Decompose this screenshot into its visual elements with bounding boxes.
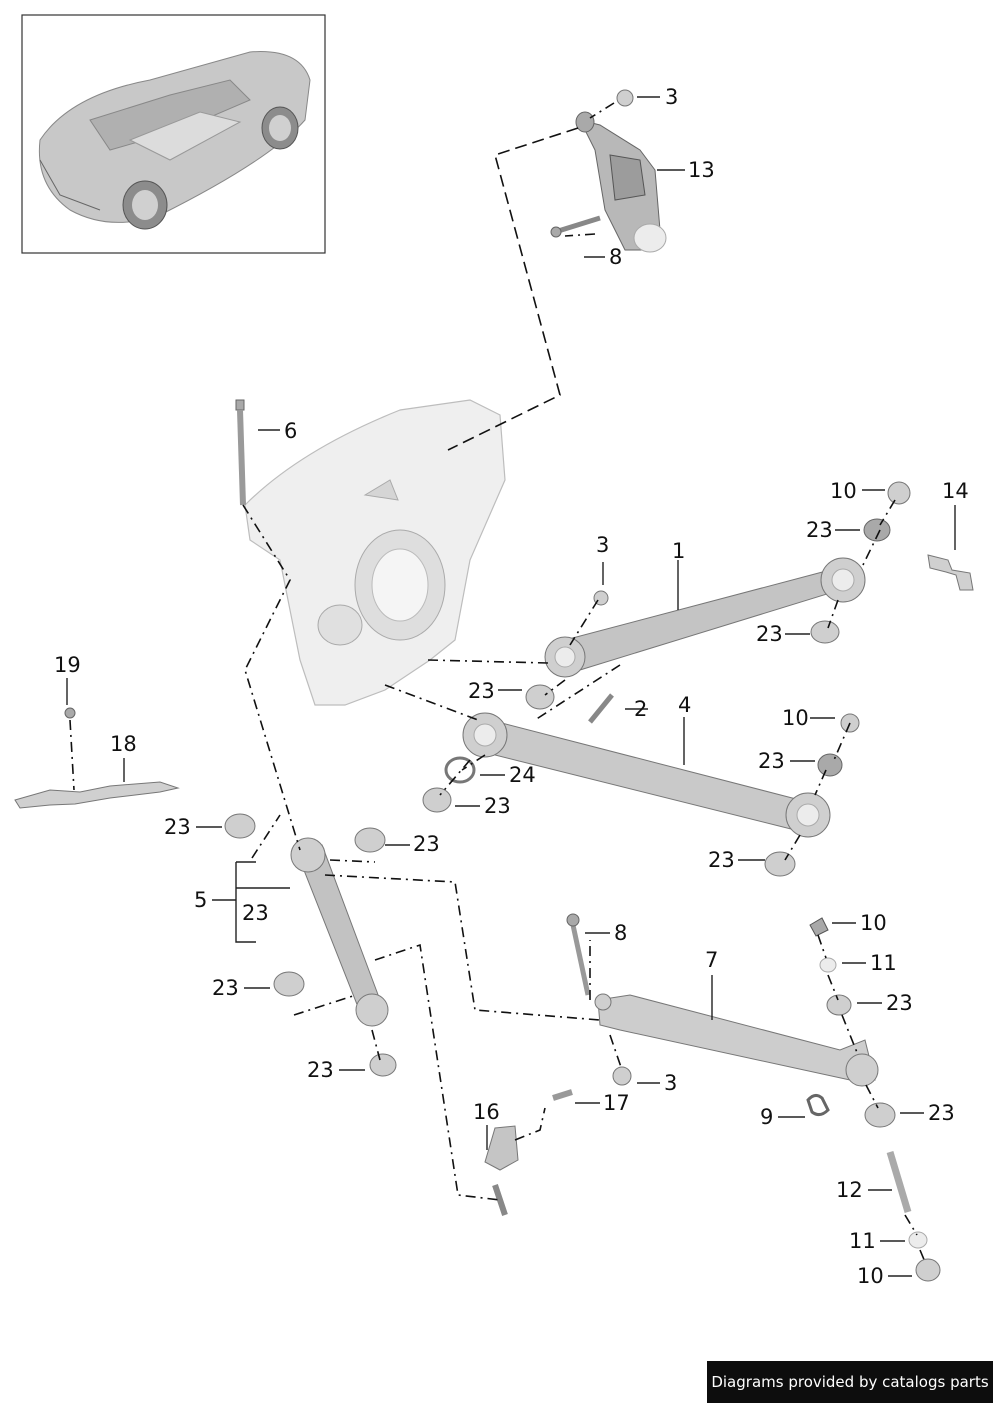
callout-10-d: 10 (857, 1264, 884, 1288)
callout-1: 1 (672, 539, 685, 563)
callout-18: 18 (110, 732, 137, 756)
callout-5: 5 (194, 888, 207, 912)
callout-23-b: 23 (756, 622, 783, 646)
assembly-lines (69, 102, 926, 1263)
callout-10-a: 10 (830, 479, 857, 503)
callout-16: 16 (473, 1100, 500, 1124)
callout-23-c: 23 (468, 679, 495, 703)
callout-11-b: 11 (849, 1229, 876, 1253)
arm-7 (566, 913, 941, 1282)
callout-19: 19 (54, 653, 81, 677)
callout-10-b: 10 (782, 706, 809, 730)
bolt-6 (235, 399, 246, 506)
callout-23-f: 23 (164, 815, 191, 839)
link-5 (224, 813, 397, 1077)
bracket-18 (14, 707, 180, 809)
callout-23-a: 23 (806, 518, 833, 542)
callout-23-i: 23 (242, 901, 269, 925)
callout-24: 24 (509, 763, 536, 787)
callout-8-bottom: 8 (614, 921, 627, 945)
actuator-13 (550, 89, 667, 253)
callout-17: 17 (603, 1091, 630, 1115)
callout-23-m: 23 (928, 1101, 955, 1125)
callout-11-a: 11 (870, 951, 897, 975)
leader-lines (66, 96, 956, 1277)
callout-labels: 3 13 8 6 10 14 23 3 1 23 19 23 4 2 10 18… (54, 85, 969, 1288)
callout-13: 13 (688, 158, 715, 182)
callout-2: 2 (634, 697, 647, 721)
callout-6: 6 (284, 419, 297, 443)
callout-4: 4 (678, 693, 691, 717)
callout-23-d: 23 (758, 749, 785, 773)
callout-3-bottom: 3 (664, 1071, 677, 1095)
callout-7: 7 (705, 948, 718, 972)
callout-8-top: 8 (609, 245, 622, 269)
callout-23-g: 23 (413, 832, 440, 856)
callout-23-j: 23 (212, 976, 239, 1000)
callout-23-k: 23 (886, 991, 913, 1015)
callout-12: 12 (836, 1178, 863, 1202)
link-1 (525, 481, 911, 724)
car-thumbnail (21, 14, 326, 254)
footer-credit: Diagrams provided by catalogs parts (707, 1361, 993, 1403)
callout-23-l: 23 (307, 1058, 334, 1082)
link-4 (422, 712, 860, 877)
callout-3-top: 3 (665, 85, 678, 109)
wheel-carrier (244, 399, 506, 706)
bracket-14 (927, 554, 974, 591)
callout-3-mid: 3 (596, 533, 609, 557)
callout-23-e: 23 (484, 794, 511, 818)
callout-10-c: 10 (860, 911, 887, 935)
sensor-16 (484, 1089, 573, 1216)
callout-23-h: 23 (708, 848, 735, 872)
callout-9: 9 (760, 1105, 773, 1129)
callout-14: 14 (942, 479, 969, 503)
